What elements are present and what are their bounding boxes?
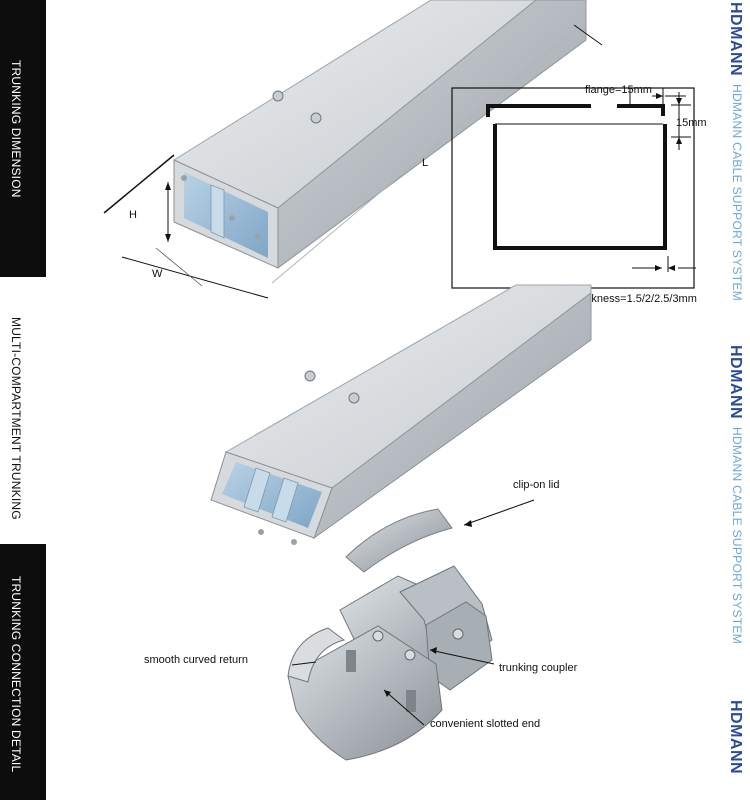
rivet [310, 112, 322, 124]
trunking-illustration: H W L flange=15mm 15mm steel thickness=1… [103, 0, 707, 761]
trunking-multi-compartment-drawing [210, 284, 592, 545]
rivet [229, 215, 235, 221]
section-panel-dimension: TRUNKING DIMENSION [0, 0, 46, 277]
callout-curved-return: smooth curved return [144, 654, 248, 666]
trunking-dimension-drawing: H W L [103, 0, 603, 299]
width-label: W [152, 268, 163, 280]
section-label-multi-compartment: MULTI-COMPARTMENT TRUNKING [9, 317, 23, 520]
flange-label: flange=15mm [585, 84, 652, 96]
rivet [372, 630, 384, 642]
length-label: L [422, 157, 428, 169]
brand-tagline: HDMANN CABLE SUPPORT SYSTEM [730, 427, 744, 645]
section-panel-multi-compartment: MULTI-COMPARTMENT TRUNKING [0, 277, 46, 544]
brand-logo: HDMANN [727, 700, 744, 775]
height-label: H [129, 209, 137, 221]
section-panel-connection: TRUNKING CONNECTION DETAIL [0, 544, 46, 800]
section-sidebar: TRUNKING DIMENSION MULTI-COMPARTMENT TRU… [0, 0, 46, 800]
brand-logo: HDMANN [727, 345, 744, 420]
rivet [291, 539, 297, 545]
rivet [404, 649, 416, 661]
rivet [181, 175, 187, 181]
rivet [348, 392, 360, 404]
rivet [452, 628, 464, 640]
callout-slotted-end: convenient slotted end [430, 718, 540, 730]
return-label: 15mm [676, 117, 707, 129]
brand-logo: HDMANN [727, 2, 744, 77]
section-label-connection: TRUNKING CONNECTION DETAIL [9, 576, 23, 773]
callout-clip-on-lid: clip-on lid [513, 479, 559, 491]
cross-section-profile: flange=15mm 15mm steel thickness=1.5/2/2… [451, 84, 707, 305]
rivet [258, 529, 264, 535]
rivet [272, 90, 284, 102]
callout-trunking-coupler: trunking coupler [499, 662, 578, 674]
rivet [304, 370, 316, 382]
brand-tagline: HDMANN CABLE SUPPORT SYSTEM [730, 84, 744, 302]
trunking-connection-drawing: clip-on lid smooth curved return trunkin… [144, 479, 578, 761]
rivet [255, 233, 261, 239]
section-label-dimension: TRUNKING DIMENSION [9, 60, 23, 198]
brand-strip: HDMANN HDMANN CABLE SUPPORT SYSTEM HDMAN… [726, 0, 750, 800]
